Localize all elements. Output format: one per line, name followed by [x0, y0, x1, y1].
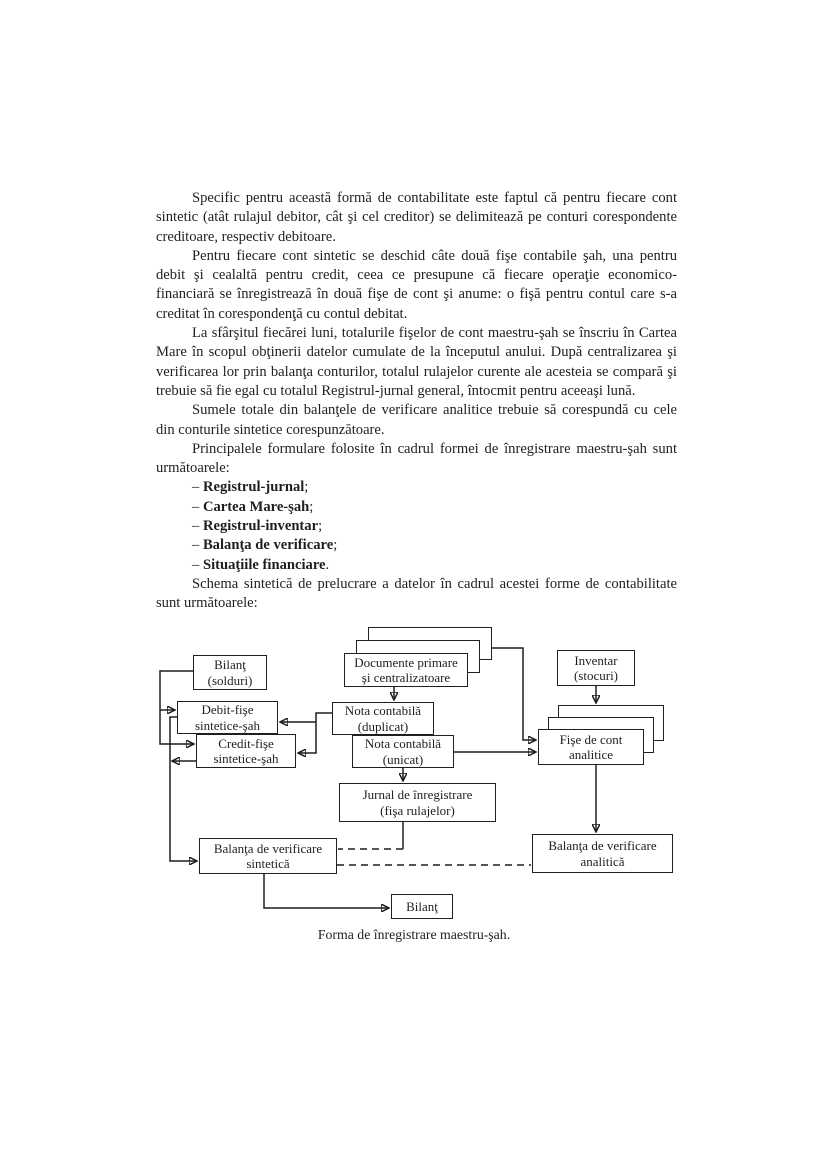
list-item-bold: Registrul-jurnal	[202, 479, 305, 496]
list-dash: –	[192, 498, 203, 515]
arrow-debit-to-balanta-sintetica	[169, 716, 197, 861]
list-dash: –	[192, 518, 203, 535]
box-debit-fise: Debit-fişe sintetice-şah	[177, 701, 278, 734]
list-item-bold: Balanţa de verificare	[202, 537, 334, 554]
box-balanta-analitica: Balanţa de verificare analitică	[532, 834, 673, 873]
arrow-documente-to-fise-cont	[492, 647, 536, 740]
paragraph-4: Sumele totale din balanţele de verificar…	[156, 402, 677, 438]
list-dash: –	[192, 479, 203, 496]
box-inventar: Inventar (stocuri)	[557, 650, 635, 686]
box-nota-duplicat: Nota contabilă (duplicat)	[332, 702, 434, 735]
box-fise-cont: Fişe de cont analitice	[538, 729, 644, 765]
list-item-situatiile-financiare: – Situaţiile financiare.	[156, 556, 677, 575]
list-item-cartea-mare: – Cartea Mare-şah;	[156, 498, 677, 517]
box-credit-fise: Credit-fişe sintetice-şah	[196, 734, 296, 768]
list-item-bold: Cartea Mare-şah	[202, 498, 310, 515]
list-dash: –	[192, 537, 203, 554]
box-jurnal: Jurnal de înregistrare (fişa rulajelor)	[339, 783, 496, 822]
list-item-registrul-jurnal: – Registrul-jurnal;	[156, 478, 677, 497]
box-balanta-sintetica: Balanţa de verificare sintetică	[199, 838, 337, 874]
paragraph-5: Principalele formulare folosite în cadru…	[156, 440, 677, 477]
box-nota-unicat: Nota contabilă (unicat)	[352, 735, 454, 768]
list-item-suffix: .	[325, 556, 330, 573]
box-bilant-solduri: Bilanţ (solduri)	[193, 655, 267, 690]
list-item-registrul-inventar: – Registrul-inventar;	[156, 517, 677, 536]
box-documente-primare: Documente primare şi centralizatoare	[344, 653, 468, 687]
box-bilant-final: Bilanţ	[391, 894, 453, 919]
list-item-suffix: ;	[304, 479, 309, 496]
body-text: Specific pentru această formă de contabi…	[156, 189, 677, 614]
list-item-suffix: ;	[333, 537, 338, 554]
list-item-bold: Situaţiile financiare	[202, 556, 326, 573]
list-item-balanta-verificare: – Balanţa de verificare;	[156, 536, 677, 555]
diagram-caption: Forma de înregistrare maestru-şah.	[317, 927, 511, 942]
arrow-nota-to-credit-fise	[298, 712, 332, 753]
list-dash: –	[192, 556, 203, 573]
list-item-bold: Registrul-inventar	[202, 518, 319, 535]
list-item-suffix: ;	[309, 498, 314, 515]
paragraph-closing: Schema sintetică de prelucrare a datelor…	[156, 575, 677, 612]
paragraph-1: Specific pentru această formă de contabi…	[156, 190, 677, 245]
paragraph-3: La sfârşitul fiecărei luni, totalurile f…	[156, 325, 677, 399]
list-item-suffix: ;	[318, 518, 323, 535]
arrow-balanta-sintetica-to-bilant	[263, 874, 389, 908]
paragraph-2: Pentru fiecare cont sintetic se deschid …	[156, 247, 677, 322]
